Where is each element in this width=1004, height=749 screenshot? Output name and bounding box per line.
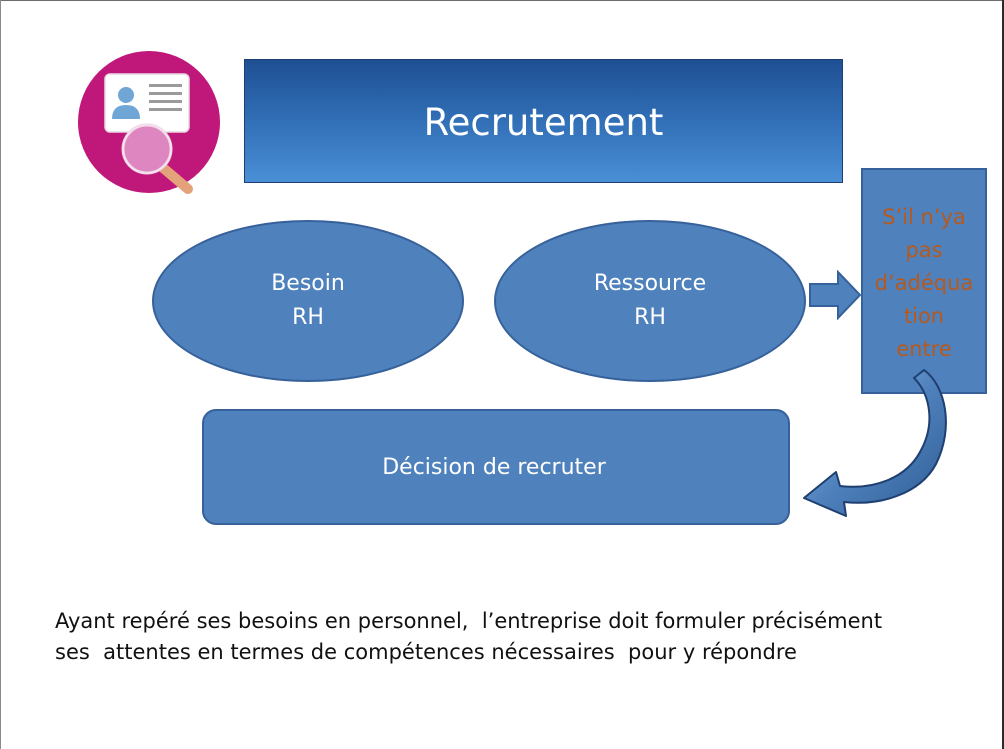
besoin-rh-ellipse: Besoin RH: [152, 220, 464, 382]
ressource-line2: RH: [634, 305, 666, 330]
besoin-line2: RH: [292, 305, 324, 330]
ressource-rh-ellipse: Ressource RH: [494, 220, 806, 382]
recruitment-logo-icon: [78, 43, 220, 201]
frame-left-border: [0, 0, 1, 749]
frame-top-border: [0, 0, 1004, 1]
besoin-line1: Besoin: [271, 271, 345, 296]
description-line-1: Ayant repéré ses besoins en personnel, l…: [55, 609, 883, 633]
side-line-1: S’il n’ya: [882, 205, 966, 229]
decision-box: Décision de recruter: [202, 409, 790, 525]
description-paragraph: Ayant repéré ses besoins en personnel, l…: [55, 606, 975, 668]
arrow-right-icon: [808, 269, 862, 321]
title-banner: Recrutement: [244, 59, 843, 183]
ressource-line1: Ressource: [593, 271, 707, 296]
side-line-2: pas: [905, 238, 943, 262]
curved-arrow-left-icon: [796, 368, 956, 528]
frame-right-border: [1002, 0, 1004, 749]
decision-text: Décision de recruter: [382, 454, 606, 480]
title-text: Recrutement: [423, 100, 664, 144]
no-match-box: S’il n’ya pas d’adéqua tion entre: [861, 168, 987, 394]
side-line-5: entre: [896, 337, 952, 361]
side-line-3: d’adéqua: [874, 271, 974, 295]
side-line-4: tion: [903, 304, 945, 328]
description-line-2: ses attentes en termes de compétences né…: [55, 640, 797, 664]
